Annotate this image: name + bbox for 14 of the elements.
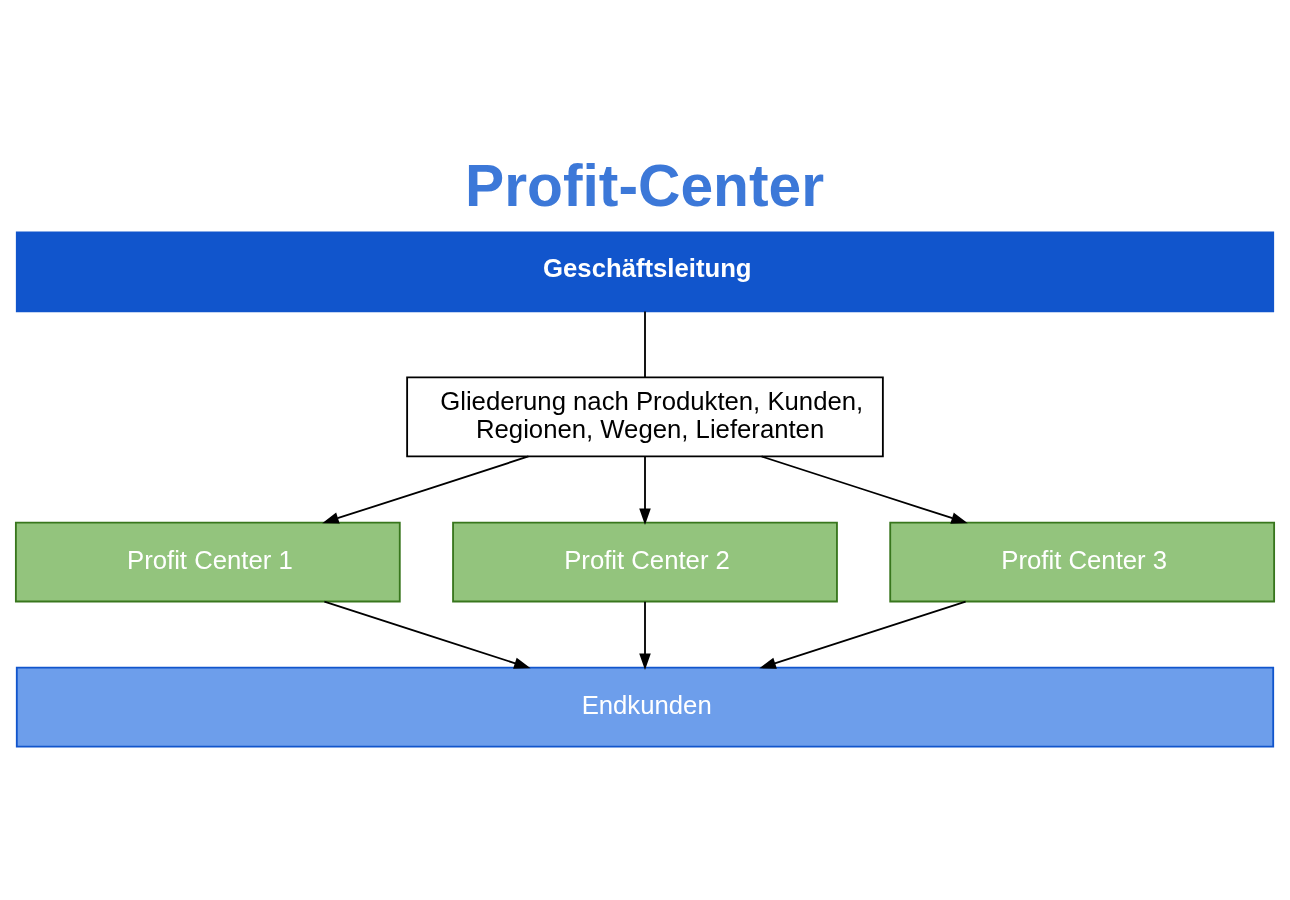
- node-box: Geschäftsleitung: [15, 231, 1275, 313]
- connector: [644, 310, 646, 379]
- diagram-title: Profit-Center: [464, 152, 825, 218]
- arrow: [323, 600, 531, 669]
- node-box: Gliederung nach Produkten, Kunden, Regionen, Wegen, Lieferanten: [406, 376, 884, 458]
- node-box: Profit Center 2: [452, 521, 838, 603]
- arrow: [639, 455, 651, 525]
- arrow: [322, 455, 530, 524]
- arrow: [759, 600, 967, 669]
- node-box: Profit Center 3: [889, 521, 1276, 603]
- node-box: Endkunden: [15, 666, 1275, 748]
- arrow: [760, 455, 968, 524]
- arrow: [639, 600, 651, 671]
- node-box: Profit Center 1: [14, 521, 401, 603]
